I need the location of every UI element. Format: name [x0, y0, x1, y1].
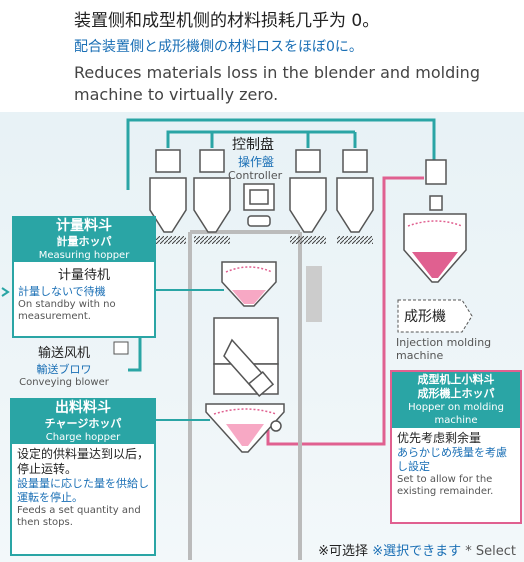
header-jp: 配合装置側と成形機側の材料ロスをほぼ0に。: [74, 39, 363, 55]
hopper-2: [193, 149, 231, 244]
conveying-blower-jp: 輸送ブロワ: [36, 363, 92, 376]
hopper-1: [149, 149, 187, 244]
metering-hopper-cn: 计量料斗: [56, 218, 112, 234]
conveying-blower-en: Conveying blower: [19, 377, 109, 388]
control-panel-box: [243, 183, 275, 227]
side-column: [306, 266, 322, 322]
injection-machine-en: Injection molding machine: [396, 336, 492, 362]
footnote-cn: ※可选择: [318, 544, 369, 559]
footnote-jp: ※選択できます: [372, 544, 462, 559]
control-panel-jp: 操作盤: [238, 155, 275, 169]
footnote: ※可选择 ※選択できます * Select: [318, 540, 516, 559]
molding-feed-line: [266, 176, 424, 446]
standby-en: On standby with no measurement.: [18, 299, 116, 322]
metering-hopper-en: Measuring hopper: [38, 250, 130, 261]
header-en: Reduces materials loss in the blender an…: [74, 63, 480, 104]
left-arrow-icon: [1, 287, 10, 297]
charge-desc-cn: 设定的供料量达到以后，停止运转。: [17, 447, 150, 476]
molding-hopper-header: 成型机上小料斗 成形機上ホッパ Hopper on molding machin…: [392, 372, 520, 428]
control-panel-cn: 控制盘: [232, 137, 274, 153]
metering-hopper-drawing: [221, 261, 277, 307]
charge-desc-jp: 設量量に応じた量を供給し運転を停止。: [17, 477, 149, 504]
hopper-3: [289, 149, 327, 244]
control-panel-en: Controller: [228, 169, 283, 182]
charge-hopper-jp: チャージホッパ: [44, 417, 122, 430]
molding-desc-en: Set to allow for the existing remainder.: [397, 474, 494, 497]
charge-hopper-drawing: [205, 403, 285, 453]
molding-hopper-en: Hopper on molding machine: [408, 402, 504, 426]
charge-hopper-cn: 出料料斗: [55, 400, 111, 416]
conveying-blower-cn: 输送风机: [37, 346, 90, 361]
charge-hopper-box: 出料料斗 チャージホッパ Charge hopper 设定的供料量达到以后，停止…: [10, 398, 156, 556]
hopper-4: [336, 149, 374, 244]
metering-hopper-box: 计量料斗 計量ホッパ Measuring hopper 计量待机 計量しないで待…: [12, 216, 156, 338]
metering-hopper-jp: 計量ホッパ: [56, 235, 112, 248]
molding-hopper-drawing: [403, 159, 467, 283]
metering-hopper-header: 计量料斗 計量ホッパ Measuring hopper: [14, 218, 154, 262]
material-hoppers: [149, 149, 374, 244]
molding-hopper-box: 成型机上小料斗 成形機上ホッパ Hopper on molding machin…: [390, 370, 522, 524]
conveying-blower-label: 输送风机 輸送ブロワ Conveying blower: [12, 342, 116, 388]
charge-hopper-en: Charge hopper: [45, 432, 121, 443]
injection-machine-arrow: [397, 299, 473, 333]
molding-desc-jp: あらかじめ残量を考慮し設定: [397, 446, 507, 473]
standby-jp: 計量しないで待機: [18, 285, 106, 298]
molding-desc-cn: 优先考虑剩余量: [397, 431, 482, 445]
mixer-drawing: [213, 317, 279, 397]
molding-hopper-cn: 成型机上小料斗: [417, 373, 495, 386]
injection-machine-cn: 成形機: [404, 309, 446, 325]
blower-box: [113, 341, 129, 355]
molding-hopper-jp: 成形機上ホッパ: [417, 387, 495, 400]
standby-cn: 计量待机: [57, 268, 110, 283]
footnote-en: * Select: [465, 544, 516, 559]
header-cn: 装置侧和成型机侧的材料损耗几乎为 0。: [74, 11, 380, 31]
charge-desc-en: Feeds a set quantity and then stops.: [17, 505, 141, 528]
charge-hopper-header: 出料料斗 チャージホッパ Charge hopper: [12, 400, 154, 444]
